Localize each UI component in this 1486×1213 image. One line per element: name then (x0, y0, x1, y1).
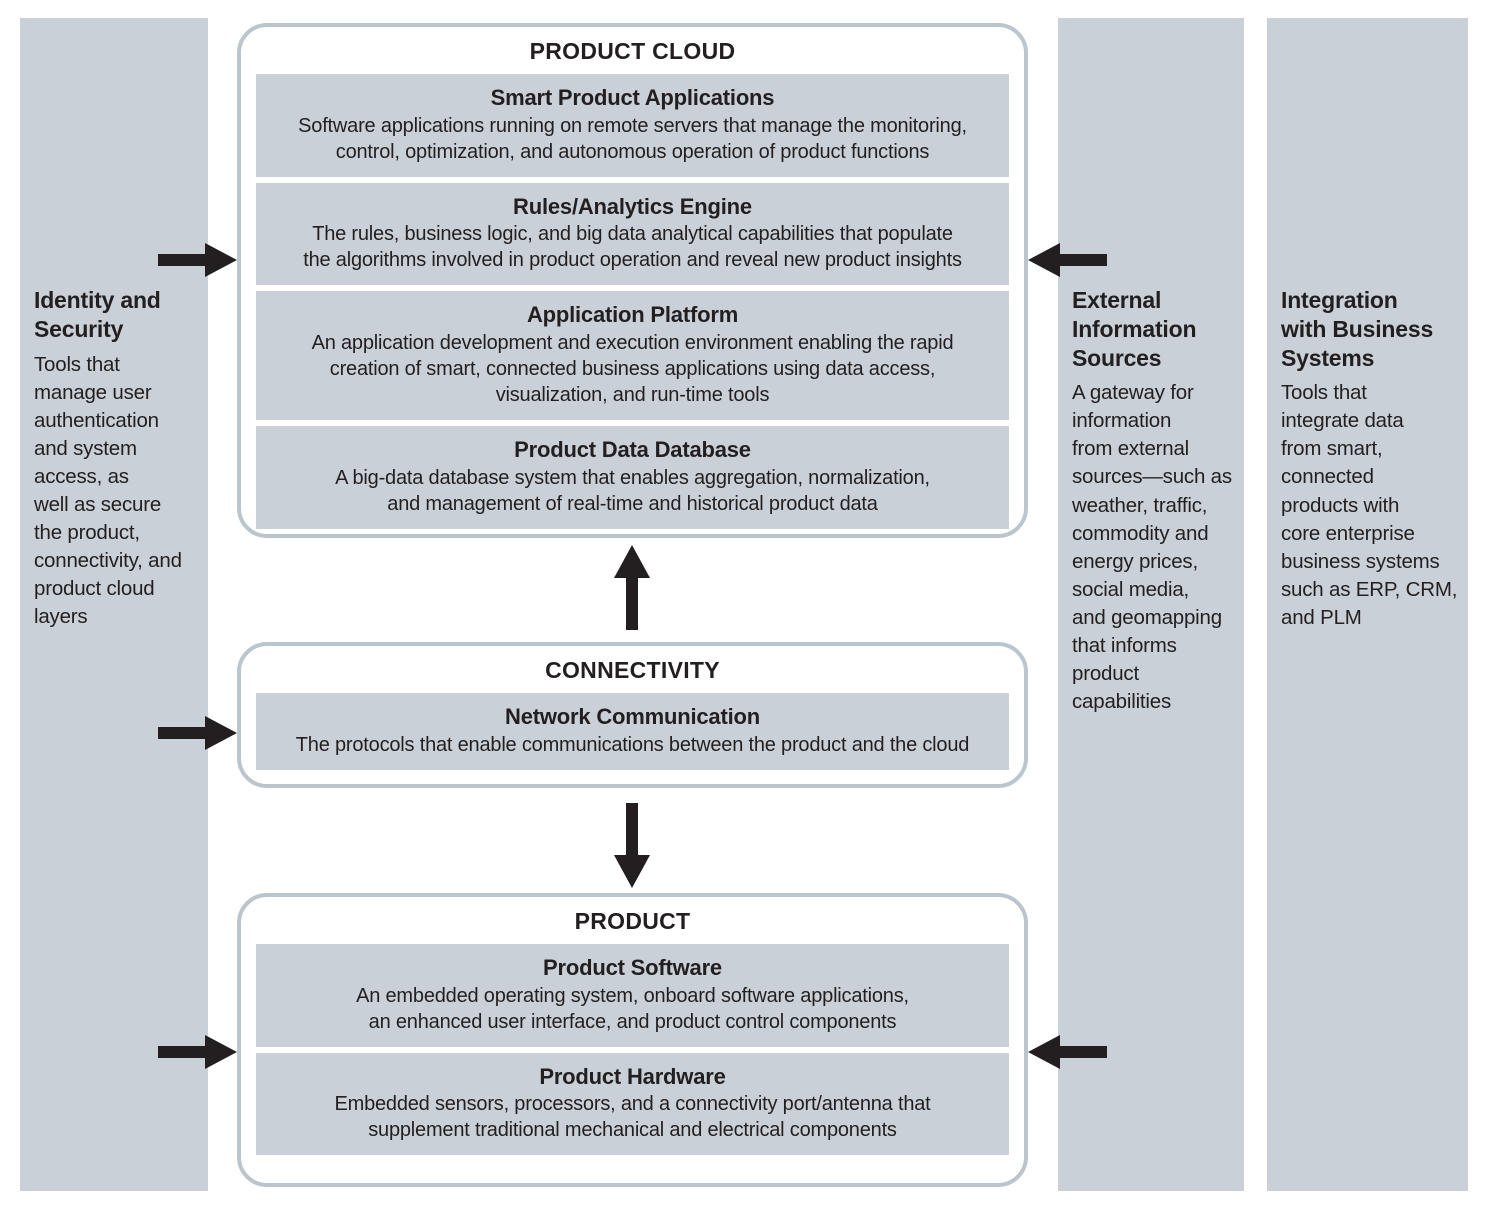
product-title: PRODUCT (574, 908, 691, 934)
product-group: PRODUCT Product Software An embedded ope… (237, 893, 1028, 1187)
product-data-database-title: Product Data Database (514, 437, 751, 463)
network-communication-box: Network Communication The protocols that… (256, 693, 1009, 770)
arrow-right-icon (158, 715, 238, 751)
identity-security-title: Identity and Security (34, 287, 161, 342)
arrow-up-icon (613, 545, 651, 630)
product-data-database-box: Product Data Database A big-data databas… (256, 426, 1009, 529)
application-platform-description: An application development and execution… (311, 332, 954, 407)
product-hardware-description: Embedded sensors, processors, and a conn… (334, 1093, 931, 1142)
smart-product-applications-box: Smart Product Applications Software appl… (256, 74, 1009, 177)
product-cloud-group: PRODUCT CLOUD Smart Product Applications… (237, 23, 1028, 538)
arrow-left-icon (1027, 242, 1107, 278)
identity-security-description: Tools that manage user authentication an… (34, 352, 182, 629)
product-cloud-boxes: Smart Product Applications Software appl… (256, 74, 1009, 529)
application-platform-box: Application Platform An application deve… (256, 291, 1009, 421)
product-hardware-box: Product Hardware Embedded sensors, proce… (256, 1052, 1009, 1156)
product-hardware-title: Product Hardware (539, 1063, 726, 1089)
product-data-database-description: A big-data database system that enables … (335, 466, 930, 515)
arrow-down-icon (613, 803, 651, 888)
identity-security-panel: Identity and Security Tools that manage … (20, 18, 208, 1191)
rules-analytics-engine-box: Rules/Analytics Engine The rules, busine… (256, 182, 1009, 286)
connectivity-title: CONNECTIVITY (545, 657, 720, 683)
integration-business-systems-description: Tools that integrate data from smart, co… (1281, 381, 1458, 629)
integration-business-systems-title: Integration with Business Systems (1281, 287, 1434, 371)
smart-product-applications-title: Smart Product Applications (490, 85, 775, 110)
arrow-left-icon (1027, 1034, 1107, 1070)
external-information-sources-description: A gateway for information from external … (1072, 381, 1232, 714)
product-software-title: Product Software (543, 955, 722, 980)
arrow-right-icon (158, 242, 238, 278)
external-information-sources-title: External Information Sources (1072, 287, 1197, 371)
product-cloud-title: PRODUCT CLOUD (529, 38, 736, 64)
application-platform-title: Application Platform (526, 302, 739, 328)
connectivity-group: CONNECTIVITY Network Communication The p… (237, 642, 1028, 788)
network-communication-title: Network Communication (505, 704, 760, 729)
arrow-right-icon (158, 1034, 238, 1070)
connectivity-boxes: Network Communication The protocols that… (256, 693, 1009, 770)
integration-business-systems-panel: Integration with Business Systems Tools … (1267, 18, 1468, 1191)
product-software-box: Product Software An embedded operating s… (256, 944, 1009, 1047)
product-boxes: Product Software An embedded operating s… (256, 944, 1009, 1156)
network-communication-description: The protocols that enable communications… (295, 733, 970, 756)
smart-product-applications-description: Software applications running on remote … (298, 114, 967, 163)
rules-analytics-engine-description: The rules, business logic, and big data … (303, 223, 962, 272)
rules-analytics-engine-title: Rules/Analytics Engine (513, 193, 752, 219)
product-software-description: An embedded operating system, onboard so… (356, 984, 909, 1033)
external-information-sources-panel: External Information Sources A gateway f… (1058, 18, 1244, 1191)
